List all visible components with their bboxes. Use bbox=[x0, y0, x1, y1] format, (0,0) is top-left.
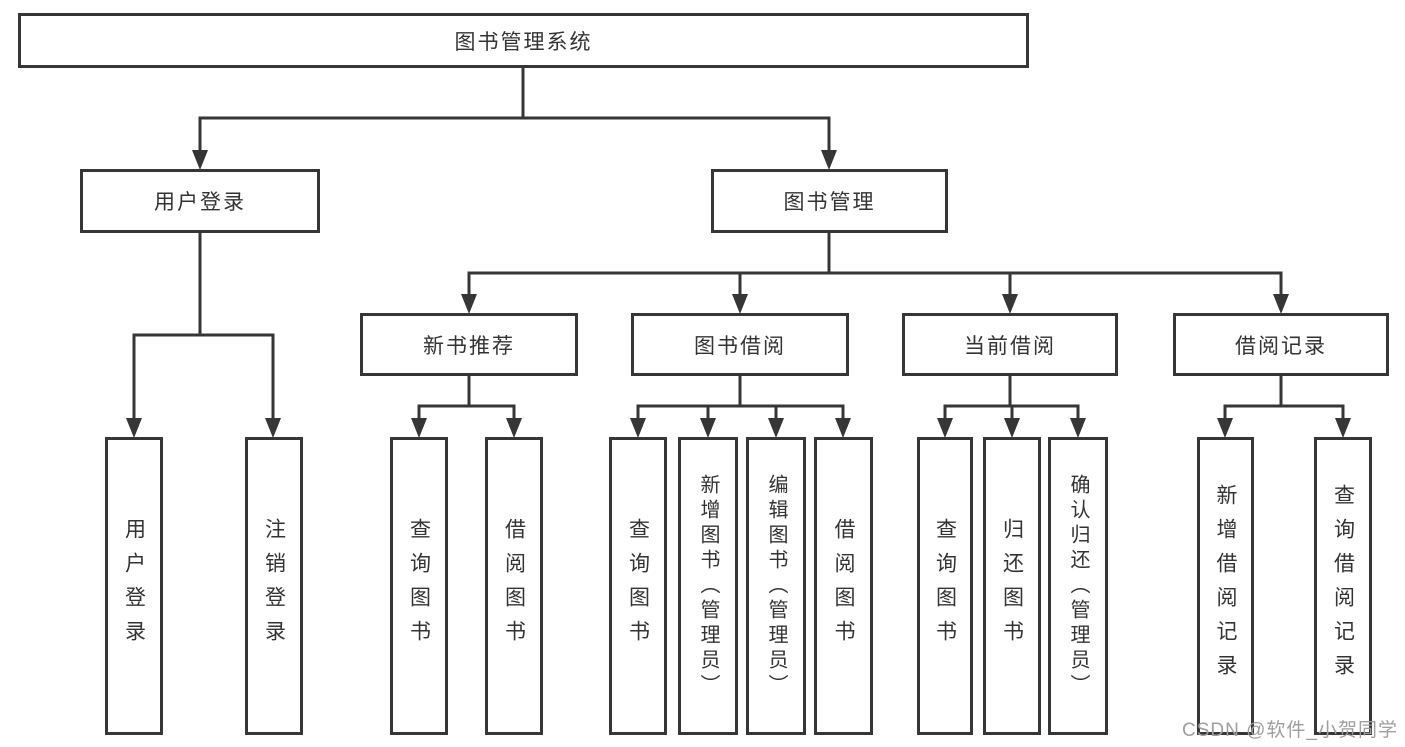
leaf-confirm-return-admin: 确认归还（管理员） bbox=[1048, 437, 1108, 735]
node-book-borrow: 图书借阅 bbox=[631, 313, 849, 376]
node-user-login-branch: 用户登录 bbox=[80, 169, 320, 233]
arrow-down-icon bbox=[1217, 418, 1233, 438]
leaf-query-books-1: 查询图书 bbox=[390, 437, 448, 735]
arrow-down-icon bbox=[821, 150, 837, 170]
node-label: 查询图书 bbox=[933, 518, 957, 654]
node-label: 借阅图书 bbox=[832, 518, 855, 654]
leaf-add-borrow-record: 新增借阅记录 bbox=[1197, 437, 1254, 735]
node-label: 归还图书 bbox=[1000, 518, 1024, 654]
arrow-down-icon bbox=[937, 418, 953, 438]
arrow-down-icon bbox=[411, 418, 427, 438]
node-label: 借阅记录 bbox=[1235, 334, 1327, 358]
node-borrow-records: 借阅记录 bbox=[1173, 313, 1389, 376]
arrow-down-icon bbox=[1070, 418, 1086, 438]
node-label: 新增图书（管理员） bbox=[697, 473, 719, 699]
arrow-down-icon bbox=[506, 418, 522, 438]
node-label: 新增借阅记录 bbox=[1214, 484, 1237, 688]
node-label: 用户登录 bbox=[122, 518, 146, 654]
leaf-query-books-2: 查询图书 bbox=[609, 437, 667, 735]
leaf-user-login: 用户登录 bbox=[105, 437, 163, 735]
arrow-down-icon bbox=[126, 418, 142, 438]
node-label: 新书推荐 bbox=[423, 334, 515, 358]
node-label: 查询图书 bbox=[407, 518, 431, 654]
node-book-management-branch: 图书管理 bbox=[711, 169, 948, 233]
leaf-add-book-admin: 新增图书（管理员） bbox=[678, 437, 738, 735]
arrow-down-icon bbox=[1335, 418, 1351, 438]
arrow-down-icon bbox=[1004, 418, 1020, 438]
arrow-down-icon bbox=[732, 294, 748, 314]
leaf-borrow-books-2: 借阅图书 bbox=[814, 437, 873, 735]
node-label: 注销登录 bbox=[262, 518, 286, 654]
arrow-down-icon bbox=[1273, 294, 1289, 314]
leaf-logout: 注销登录 bbox=[245, 437, 303, 735]
arrow-down-icon bbox=[1002, 294, 1018, 314]
node-new-book-recommend: 新书推荐 bbox=[360, 313, 578, 376]
arrow-down-icon bbox=[461, 294, 477, 314]
node-label: 查询借阅记录 bbox=[1331, 484, 1355, 688]
arrow-down-icon bbox=[835, 418, 851, 438]
node-root: 图书管理系统 bbox=[18, 13, 1029, 68]
leaf-borrow-books-1: 借阅图书 bbox=[485, 437, 543, 735]
node-label: 图书管理系统 bbox=[454, 30, 593, 54]
node-label: 编辑图书（管理员） bbox=[765, 473, 787, 699]
arrow-down-icon bbox=[700, 418, 716, 438]
node-label: 图书管理 bbox=[783, 191, 876, 214]
leaf-return-books: 归还图书 bbox=[983, 437, 1041, 735]
node-current-borrow: 当前借阅 bbox=[902, 313, 1118, 376]
node-label: 确认归还（管理员） bbox=[1067, 473, 1089, 699]
node-label: 查询图书 bbox=[626, 518, 650, 654]
arrow-down-icon bbox=[192, 150, 208, 170]
leaf-edit-book-admin: 编辑图书（管理员） bbox=[746, 437, 806, 735]
node-label: 图书借阅 bbox=[694, 334, 786, 358]
leaf-query-borrow-record: 查询借阅记录 bbox=[1314, 437, 1372, 735]
csdn-watermark: CSDN @软件_小贺同学 bbox=[1182, 720, 1398, 741]
leaf-query-books-3: 查询图书 bbox=[917, 437, 973, 735]
arrow-down-icon bbox=[265, 418, 281, 438]
arrow-down-icon bbox=[768, 418, 784, 438]
node-label: 用户登录 bbox=[154, 191, 246, 214]
arrow-down-icon bbox=[630, 418, 646, 438]
node-label: 借阅图书 bbox=[502, 518, 526, 654]
node-label: 当前借阅 bbox=[964, 334, 1056, 358]
